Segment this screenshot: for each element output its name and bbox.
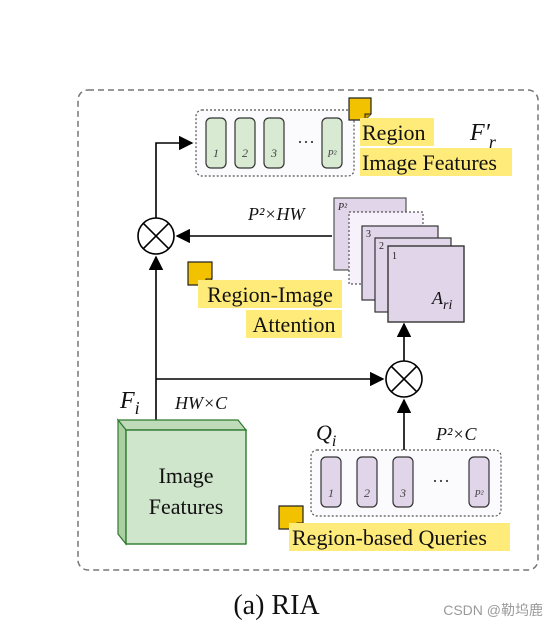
note-icon bbox=[348, 97, 372, 121]
svg-text:2: 2 bbox=[364, 486, 370, 500]
region-image-attention-label: Region-Image bbox=[207, 282, 333, 307]
svg-text:2: 2 bbox=[242, 146, 248, 160]
f-i-symbol: Fi bbox=[119, 388, 140, 418]
region-image-features-label: Image Features bbox=[362, 150, 497, 175]
hw-c-label: HW×C bbox=[174, 393, 228, 413]
svg-text:1: 1 bbox=[213, 146, 219, 160]
region-image-features-label: Region bbox=[362, 120, 426, 145]
p2-hw-label: P²×HW bbox=[247, 204, 307, 224]
svg-text:1: 1 bbox=[328, 486, 334, 500]
a-ri-symbol: Ari bbox=[431, 288, 452, 313]
label-highlight bbox=[360, 148, 512, 176]
top-feature-cell: 3 bbox=[263, 117, 285, 169]
label-highlight bbox=[289, 523, 510, 551]
label-highlight bbox=[246, 310, 342, 338]
query-cell: 1 bbox=[320, 456, 342, 508]
watermark: CSDN @勒坞鹿 bbox=[443, 602, 543, 618]
region-based-queries-label: Region-based Queries bbox=[292, 525, 487, 550]
p2-c-label: P²×C bbox=[435, 424, 478, 444]
attention-map: 1 bbox=[387, 245, 465, 323]
query-cell: P² bbox=[468, 456, 490, 508]
multiply-node-top bbox=[137, 217, 175, 255]
figure-caption: (a) RIA bbox=[233, 590, 320, 621]
bottom-ellipsis: ··· bbox=[432, 471, 450, 491]
outer-frame bbox=[77, 89, 539, 571]
svg-text:3: 3 bbox=[366, 229, 371, 240]
query-cell: 2 bbox=[356, 456, 378, 508]
top-ellipsis: ··· bbox=[297, 132, 315, 152]
top-feature-cell: 1 bbox=[205, 117, 227, 169]
top-feature-cell: 2 bbox=[234, 117, 256, 169]
image-features-box bbox=[116, 418, 248, 546]
svg-text:P²: P² bbox=[473, 489, 484, 500]
image-features-label: Image bbox=[159, 463, 214, 488]
svg-text:P²: P² bbox=[337, 202, 348, 213]
label-highlight bbox=[198, 280, 342, 308]
svg-text:3: 3 bbox=[399, 486, 406, 500]
query-cell: 3 bbox=[392, 456, 414, 508]
svg-text:2: 2 bbox=[379, 241, 384, 252]
svg-text:1: 1 bbox=[392, 251, 397, 262]
arrow-to-top-features bbox=[155, 135, 194, 218]
svg-text:3: 3 bbox=[270, 146, 277, 160]
image-features-label: Features bbox=[149, 494, 224, 519]
region-image-attention-label: Attention bbox=[252, 312, 335, 337]
label-highlight bbox=[360, 118, 434, 146]
svg-text:P²: P² bbox=[326, 149, 337, 160]
top-feature-cell: P² bbox=[321, 117, 343, 169]
f-prime-r-symbol: F′r bbox=[469, 120, 497, 152]
multiply-node-bottom bbox=[385, 360, 423, 398]
q-i-symbol: Qi bbox=[316, 420, 336, 450]
